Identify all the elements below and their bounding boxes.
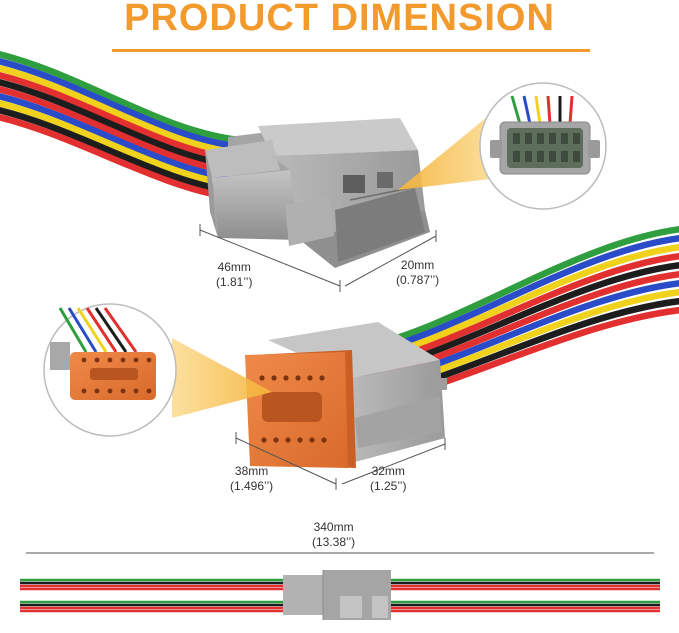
male-connector [205, 118, 430, 268]
pin [573, 151, 580, 162]
pin-hole [261, 437, 267, 443]
pin [513, 133, 520, 144]
pin-hole [133, 388, 139, 394]
pin-hole [107, 357, 113, 363]
female-length-metric: 38mm [234, 464, 269, 478]
wire [103, 307, 138, 353]
male-width-imperial: (0.787’’) [396, 273, 440, 287]
pin [573, 133, 580, 144]
pin-hole [120, 388, 126, 394]
wire [568, 95, 574, 125]
zoom-beam-male [398, 108, 498, 190]
pin-hole [259, 375, 265, 381]
wire [58, 307, 88, 353]
pin-hole [321, 437, 327, 443]
male-face-zoom [479, 82, 607, 210]
pin-hole [120, 357, 126, 363]
male-length-dimension: 46mm (1.81’’) [216, 260, 252, 290]
pin [513, 151, 520, 162]
male-length-imperial: (1.81’’) [216, 275, 253, 289]
male-width-dimension: 20mm (0.787’’) [396, 258, 439, 288]
female-width-imperial: (1.25’’) [370, 479, 407, 493]
pin [549, 151, 556, 162]
pin-hole [146, 357, 152, 363]
pin [561, 133, 568, 144]
wire [0, 58, 241, 150]
pin-hole [81, 388, 87, 394]
pin-hole [283, 375, 289, 381]
harness-connector [283, 570, 391, 620]
wire [85, 307, 118, 353]
wire-bundle-male [0, 51, 241, 202]
female-face-zoom [43, 303, 177, 437]
pin-hole [94, 357, 100, 363]
female-length-imperial: (1.496’’) [230, 479, 274, 493]
pin-hole [94, 388, 100, 394]
pin [525, 151, 532, 162]
male-width-metric: 20mm [400, 258, 435, 272]
wire [67, 307, 98, 353]
male-dimension-lines [199, 224, 437, 292]
wire [0, 51, 241, 144]
total-length-dimension: 340mm (13.38’’) [312, 520, 355, 550]
wire [76, 307, 108, 353]
pin-hole [146, 388, 152, 394]
pin-hole [309, 437, 315, 443]
female-length-dimension: 38mm (1.496’’) [230, 464, 273, 494]
wire [534, 95, 542, 125]
pin-hole [81, 357, 87, 363]
pin [549, 133, 556, 144]
male-length-metric: 46mm [217, 260, 251, 274]
pin-hole [285, 437, 291, 443]
wire [546, 95, 552, 125]
pin-hole [295, 375, 301, 381]
title-underline [112, 49, 590, 52]
pin [537, 133, 544, 144]
pin-hole [107, 388, 113, 394]
zoom-beam-female [172, 338, 272, 418]
pin-hole [319, 375, 325, 381]
pin-hole [271, 375, 277, 381]
wire [0, 65, 241, 157]
female-width-dimension: 32mm (1.25’’) [370, 464, 406, 494]
wire [510, 95, 522, 125]
female-connector [245, 322, 447, 468]
wire [94, 307, 128, 353]
pin [537, 151, 544, 162]
pin-hole [307, 375, 313, 381]
page-title: PRODUCT DIMENSION [124, 0, 555, 39]
pin-hole [297, 437, 303, 443]
pin [525, 133, 532, 144]
total-length-imperial: (13.38’’) [312, 535, 356, 549]
pin [561, 151, 568, 162]
pin-hole [273, 437, 279, 443]
pin-hole [133, 357, 139, 363]
wire [522, 95, 532, 125]
female-width-metric: 32mm [371, 464, 405, 478]
female-dimension-lines [235, 432, 446, 490]
total-length-metric: 340mm [313, 520, 354, 534]
